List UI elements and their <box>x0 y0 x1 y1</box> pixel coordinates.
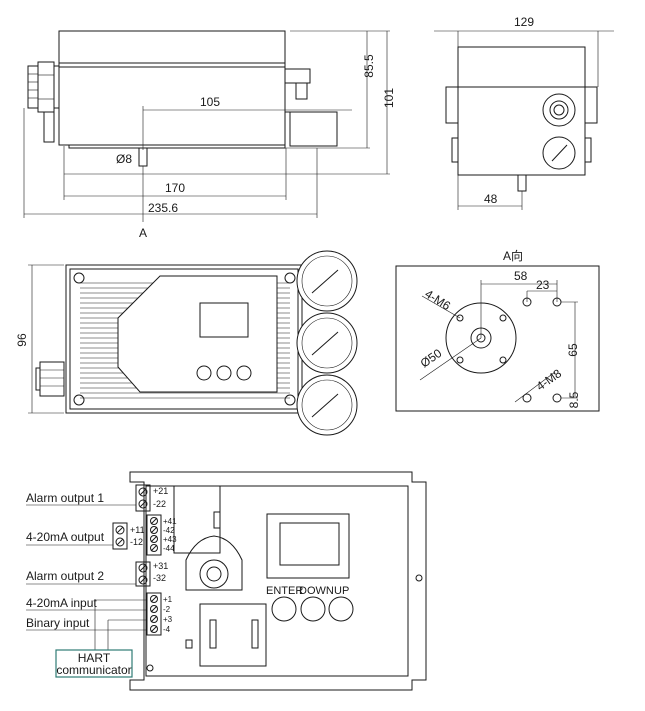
enter-button <box>271 596 297 622</box>
dim-phi50-label: Ø50 <box>418 346 445 371</box>
terminal-3: +3 <box>163 615 173 624</box>
ma-output-label: 4-20mA output <box>26 530 105 544</box>
end-view: 129 48 <box>434 15 614 210</box>
terminal-44: -44 <box>163 544 175 553</box>
terminal-12: -12 <box>130 537 143 547</box>
alarm-output-1-label: Alarm output 1 <box>26 491 104 505</box>
dim-23-label: 23 <box>536 278 550 292</box>
view-a-arrow-label: A <box>139 226 147 240</box>
terminal-22: -22 <box>153 499 166 509</box>
terminal-21: +21 <box>153 486 168 496</box>
dim-235-6-label: 235.6 <box>148 201 178 215</box>
terminal-31: +31 <box>153 561 168 571</box>
terminal-32: -32 <box>153 573 166 583</box>
terminal-42: -42 <box>163 526 175 535</box>
a-view: A向 58 23 4-M6 Ø50 65 4-M8 8.5 <box>395 248 600 412</box>
hart-communicator-box <box>55 649 133 678</box>
alarm-output-2-label: Alarm output 2 <box>26 569 104 583</box>
terminal-41: +41 <box>163 517 177 526</box>
terminal-43: +43 <box>163 535 177 544</box>
terminal-2: -2 <box>163 605 171 614</box>
terminal-4: -4 <box>163 625 171 634</box>
side-view: 105 85.5 101 Ø8 170 235.6 A <box>23 30 396 240</box>
binary-input-label: Binary input <box>26 616 90 630</box>
dim-4m6-label: 4-M6 <box>422 287 453 314</box>
dim-58-label: 58 <box>514 269 528 283</box>
up-button-label: UP <box>334 585 349 597</box>
dim-85-5-label: 85.5 <box>362 54 376 78</box>
dim-96-label: 96 <box>15 333 29 347</box>
dim-105-label: 105 <box>200 95 220 109</box>
dim-phi8-label: Ø8 <box>116 152 132 166</box>
a-view-title: A向 <box>503 248 523 263</box>
dim-170-label: 170 <box>165 181 185 195</box>
down-button-label: DOWN <box>299 585 334 597</box>
down-button <box>300 596 326 622</box>
hart-label: HART <box>78 651 111 665</box>
dim-48-label: 48 <box>484 192 498 206</box>
dim-4m8-label: 4-M8 <box>534 366 565 393</box>
front-view: 96 <box>15 250 358 436</box>
up-button <box>328 596 354 622</box>
dim-65-label: 65 <box>566 343 580 357</box>
communicator-label: communicator <box>56 663 131 677</box>
wiring-view: +21 -22 +11 -12 +41 -42 +43 -44 +31 -32 <box>26 471 427 691</box>
terminal-11: +11 <box>130 525 145 535</box>
dim-101-label: 101 <box>382 88 396 108</box>
dim-8-5-label: 8.5 <box>567 391 581 408</box>
ma-input-label: 4-20mA input <box>26 596 97 610</box>
terminal-1: +1 <box>163 595 173 604</box>
dim-129-label: 129 <box>514 15 534 29</box>
enter-button-label: ENTER <box>266 585 303 597</box>
